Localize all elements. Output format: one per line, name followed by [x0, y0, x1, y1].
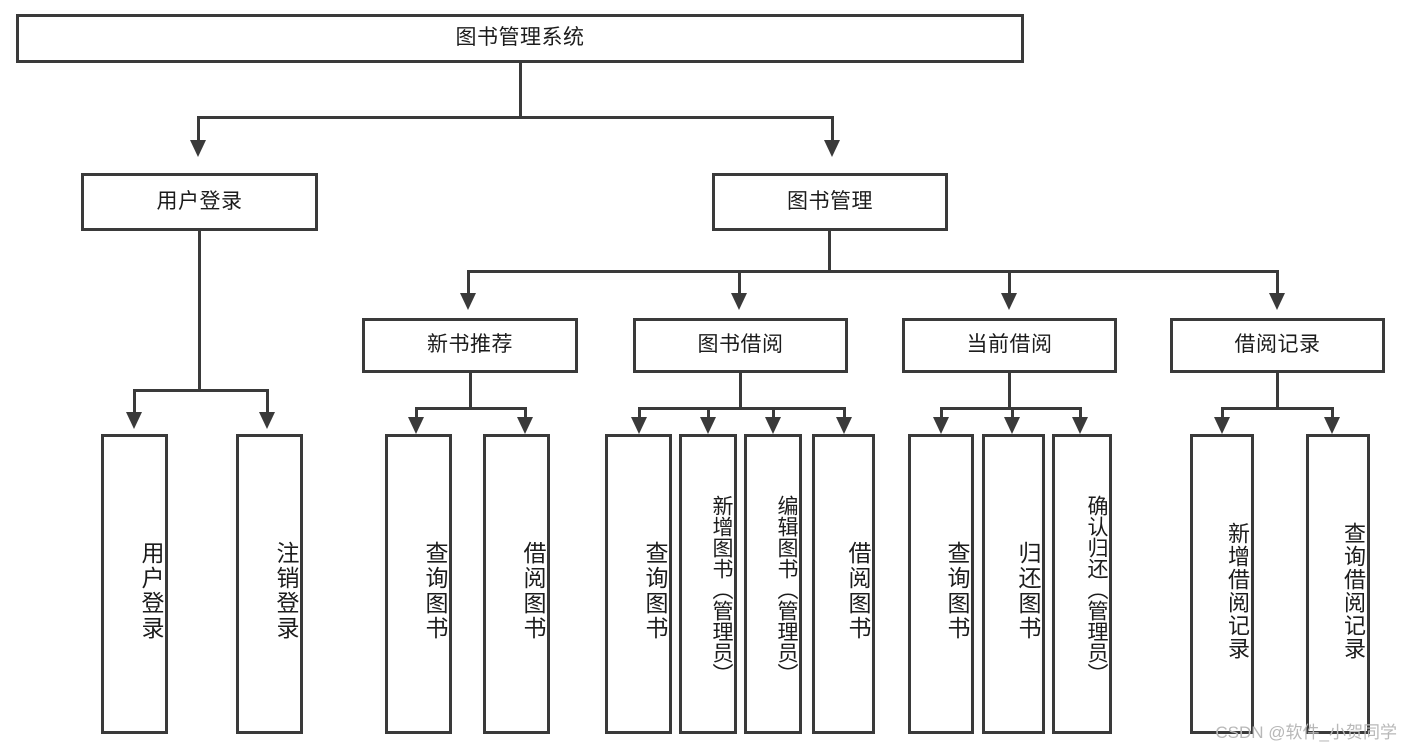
node-leaf-add-book[interactable]: 新增图书（管理员） [679, 434, 737, 734]
connector-user-login-to-leaf-1 [133, 389, 136, 416]
node-borrow-record[interactable]: 借阅记录 [1170, 318, 1385, 373]
connector-new-book-rec-to-leaf-1 [415, 407, 418, 422]
connector-book-manage-to-current-borrow [1008, 270, 1011, 297]
connector-new-book-rec-stem [469, 373, 472, 409]
connector-root-stem [519, 63, 522, 118]
node-root-system[interactable]: 图书管理系统 [16, 14, 1024, 63]
connector-root-to-user-login [197, 116, 200, 144]
node-leaf-return-book-label: 归还图书 [1015, 541, 1041, 641]
arrow-borrow-record-to-leaf-1 [1214, 417, 1230, 434]
arrow-borrow-record-to-leaf-2 [1324, 417, 1340, 434]
node-leaf-query-book-1[interactable]: 查询图书 [385, 434, 452, 734]
connector-root-bus [197, 116, 834, 119]
arrow-user-login-to-leaf-1 [126, 412, 142, 429]
node-book-borrow[interactable]: 图书借阅 [633, 318, 848, 373]
node-leaf-add-record-label: 新增借阅记录 [1225, 522, 1250, 660]
csdn-watermark: CSDN @软件_小贺同学 [1215, 723, 1397, 742]
connector-book-borrow-bus [638, 407, 846, 410]
arrow-root-to-book-manage [824, 140, 840, 157]
connector-book-manage-to-new-book-rec [467, 270, 470, 297]
node-leaf-user-logout[interactable]: 注销登录 [236, 434, 303, 734]
arrow-book-borrow-to-leaf-2 [700, 417, 716, 434]
node-leaf-add-record[interactable]: 新增借阅记录 [1190, 434, 1254, 734]
connector-book-borrow-to-leaf-1 [638, 407, 641, 422]
connector-root-to-book-manage [831, 116, 834, 144]
arrow-user-login-to-leaf-2 [259, 412, 275, 429]
arrow-book-manage-to-borrow-record [1269, 293, 1285, 310]
arrow-new-book-rec-to-leaf-1 [408, 417, 424, 434]
node-leaf-query-book-3[interactable]: 查询图书 [908, 434, 974, 734]
arrow-book-borrow-to-leaf-1 [631, 417, 647, 434]
connector-current-borrow-to-leaf-3 [1079, 407, 1082, 422]
node-leaf-borrow-book-1-label: 借阅图书 [520, 541, 546, 641]
arrow-current-borrow-to-leaf-1 [933, 417, 949, 434]
arrow-book-borrow-to-leaf-4 [836, 417, 852, 434]
node-new-book-rec[interactable]: 新书推荐 [362, 318, 578, 373]
connector-user-login-bus [133, 389, 269, 392]
arrow-root-to-user-login [190, 140, 206, 157]
node-current-borrow[interactable]: 当前借阅 [902, 318, 1117, 373]
node-book-manage[interactable]: 图书管理 [712, 173, 948, 231]
connector-book-manage-bus [467, 270, 1279, 273]
arrow-current-borrow-to-leaf-3 [1072, 417, 1088, 434]
node-leaf-return-book[interactable]: 归还图书 [982, 434, 1045, 734]
node-leaf-edit-book-label: 编辑图书（管理员） [775, 494, 798, 684]
connector-book-manage-to-borrow-record [1276, 270, 1279, 297]
node-leaf-borrow-book-2-label: 借阅图书 [845, 541, 871, 641]
connector-book-manage-to-book-borrow [738, 270, 741, 297]
arrow-new-book-rec-to-leaf-2 [517, 417, 533, 434]
connector-book-borrow-stem [739, 373, 742, 409]
node-leaf-query-book-2[interactable]: 查询图书 [605, 434, 672, 734]
arrow-book-manage-to-current-borrow [1001, 293, 1017, 310]
arrow-book-manage-to-book-borrow [731, 293, 747, 310]
connector-borrow-record-stem [1276, 373, 1279, 409]
connector-user-login-to-leaf-2 [266, 389, 269, 416]
arrow-book-manage-to-new-book-rec [460, 293, 476, 310]
node-leaf-query-book-2-label: 查询图书 [642, 541, 668, 641]
node-leaf-user-login[interactable]: 用户登录 [101, 434, 168, 734]
connector-current-borrow-to-leaf-2 [1011, 407, 1014, 422]
node-leaf-confirm-return-label: 确认归还（管理员） [1085, 494, 1108, 684]
node-user-login[interactable]: 用户登录 [81, 173, 318, 231]
node-leaf-confirm-return[interactable]: 确认归还（管理员） [1052, 434, 1112, 734]
connector-book-borrow-to-leaf-3 [772, 407, 775, 422]
connector-current-borrow-stem [1008, 373, 1011, 409]
node-leaf-query-book-3-label: 查询图书 [944, 541, 970, 641]
connector-current-borrow-to-leaf-1 [940, 407, 943, 422]
connector-user-login-stem [198, 231, 201, 391]
connector-book-manage-stem [828, 231, 831, 272]
node-leaf-user-logout-label: 注销登录 [273, 541, 299, 641]
arrow-current-borrow-to-leaf-2 [1004, 417, 1020, 434]
node-leaf-edit-book[interactable]: 编辑图书（管理员） [744, 434, 802, 734]
node-leaf-query-book-1-label: 查询图书 [422, 541, 448, 641]
connector-borrow-record-to-leaf-2 [1331, 407, 1334, 422]
arrow-book-borrow-to-leaf-3 [765, 417, 781, 434]
node-leaf-add-book-label: 新增图书（管理员） [710, 494, 733, 684]
connector-borrow-record-to-leaf-1 [1221, 407, 1224, 422]
connector-book-borrow-to-leaf-4 [843, 407, 846, 422]
connector-new-book-rec-to-leaf-2 [524, 407, 527, 422]
node-leaf-borrow-book-2[interactable]: 借阅图书 [812, 434, 875, 734]
node-leaf-borrow-book-1[interactable]: 借阅图书 [483, 434, 550, 734]
node-leaf-user-login-label: 用户登录 [138, 541, 164, 641]
connector-new-book-rec-bus [415, 407, 527, 410]
connector-borrow-record-bus [1221, 407, 1334, 410]
node-leaf-query-record-label: 查询借阅记录 [1341, 522, 1366, 660]
node-leaf-query-record[interactable]: 查询借阅记录 [1306, 434, 1370, 734]
connector-book-borrow-to-leaf-2 [707, 407, 710, 422]
